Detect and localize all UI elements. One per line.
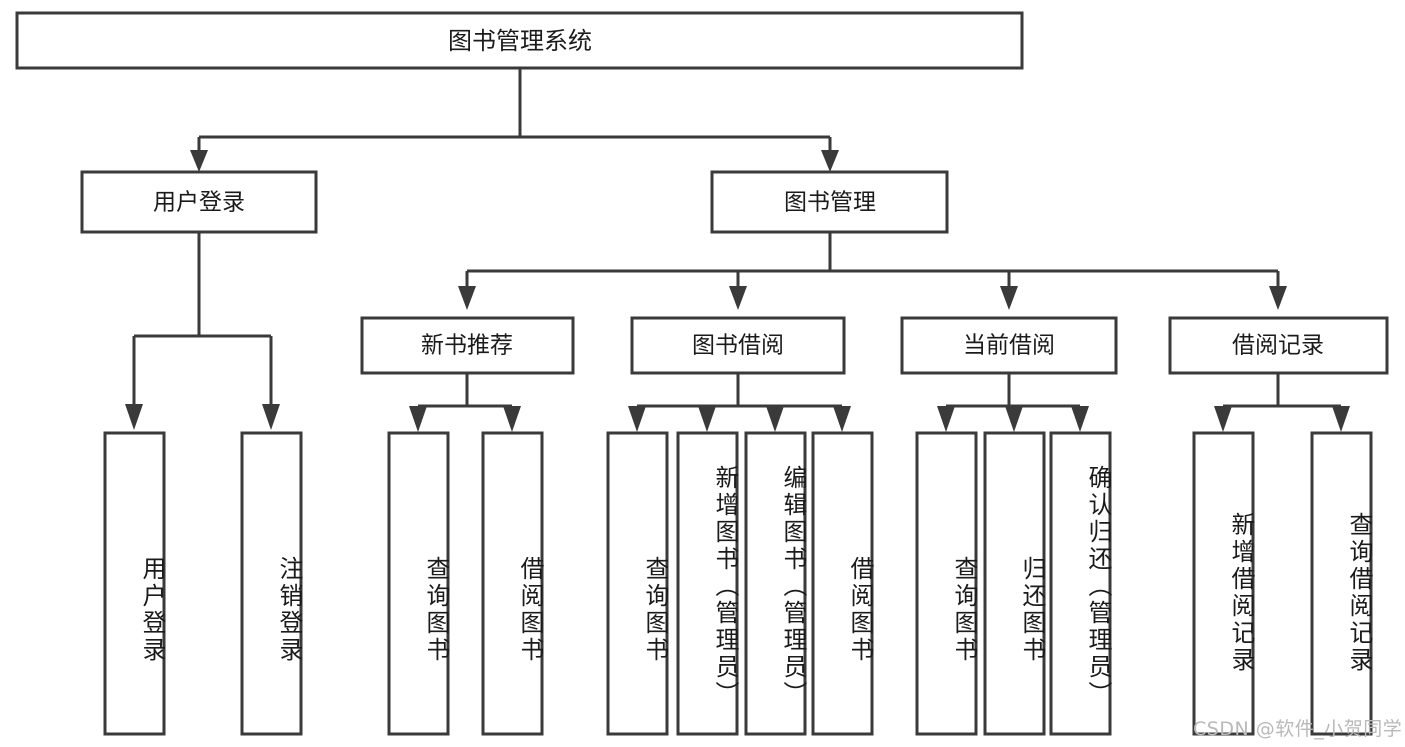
arrow-head-br-leaf-0 <box>1214 406 1232 432</box>
node-root-box[interactable] <box>15 11 1024 70</box>
node-borrow-record-box[interactable] <box>1168 316 1389 375</box>
leaf-box-user-login-0[interactable] <box>103 431 166 736</box>
node-book-borrow[interactable]: 图书借阅 <box>630 316 846 375</box>
arrow-head-cb-leaf-1 <box>1005 406 1023 432</box>
leaf-box-new-book-1[interactable] <box>481 431 544 736</box>
arrow-head-new-book <box>458 286 476 310</box>
node-book-management-box[interactable] <box>710 170 949 234</box>
arrow-head-br-leaf-1 <box>1332 406 1350 432</box>
node-root[interactable]: 图书管理系统 <box>15 11 1024 70</box>
node-new-book-recommend-box[interactable] <box>360 316 575 375</box>
node-borrow-record[interactable]: 借阅记录 <box>1168 316 1389 375</box>
connector-user-login-to-leaves <box>125 232 280 430</box>
leaf-box-borrow-record-1[interactable] <box>1310 431 1373 736</box>
node-root-label: 图书管理系统 <box>448 27 592 55</box>
arrow-head-current-borrow <box>1000 286 1018 310</box>
arrow-head-borrow-record <box>1269 286 1287 310</box>
node-current-borrow-box[interactable] <box>900 316 1118 375</box>
connector-book-management-to-level3 <box>458 232 1287 310</box>
node-book-management[interactable]: 图书管理 <box>710 170 949 234</box>
arrow-head-nb-leaf-1 <box>503 406 521 432</box>
leaf-box-new-book-0[interactable] <box>387 431 450 736</box>
leaf-box-book-borrow-2[interactable] <box>744 431 807 736</box>
node-new-book-recommend-label: 新书推荐 <box>421 333 513 359</box>
node-current-borrow-label: 当前借阅 <box>963 333 1055 359</box>
arrow-head-ul-leaf-0 <box>125 404 143 430</box>
arrow-head-ul-leaf-1 <box>262 404 280 430</box>
connector-new-book-to-leaves <box>409 373 521 432</box>
arrow-head-nb-leaf-0 <box>409 406 427 432</box>
leaf-box-current-borrow-1[interactable] <box>983 431 1046 736</box>
arrow-head-user-login <box>190 150 208 172</box>
leaf-box-user-login-1[interactable] <box>240 431 303 736</box>
node-user-login[interactable]: 用户登录 <box>80 170 318 234</box>
leaf-box-book-borrow-3[interactable] <box>811 431 874 736</box>
csdn-watermark: CSDN @软件_小贺同学 <box>1193 718 1403 740</box>
leaf-box-book-borrow-0[interactable] <box>606 431 669 736</box>
leaf-box-borrow-record-0[interactable] <box>1192 431 1255 736</box>
arrow-head-bb-leaf-3 <box>833 406 851 432</box>
node-current-borrow[interactable]: 当前借阅 <box>900 316 1118 375</box>
node-book-borrow-box[interactable] <box>630 316 846 375</box>
connector-book-borrow-to-leaves <box>628 373 851 432</box>
arrow-head-bb-leaf-0 <box>628 406 646 432</box>
arrow-head-book-borrow <box>729 286 747 310</box>
connector-borrow-record-to-leaves <box>1214 373 1350 432</box>
node-user-login-label: 用户登录 <box>153 190 245 216</box>
arrow-head-bb-leaf-2 <box>766 406 784 432</box>
arrow-head-bb-leaf-1 <box>698 406 716 432</box>
connector-root-to-level2 <box>190 68 839 172</box>
arrow-head-book-manage <box>821 150 839 172</box>
arrow-head-cb-leaf-2 <box>1071 406 1089 432</box>
node-new-book-recommend[interactable]: 新书推荐 <box>360 316 575 375</box>
connector-current-borrow-to-leaves <box>937 373 1089 432</box>
node-borrow-record-label: 借阅记录 <box>1232 333 1324 359</box>
node-book-borrow-label: 图书借阅 <box>692 333 784 359</box>
node-book-management-label: 图书管理 <box>784 190 876 216</box>
arrow-head-cb-leaf-0 <box>937 406 955 432</box>
leaf-box-current-borrow-2[interactable] <box>1049 431 1112 736</box>
leaf-box-book-borrow-1[interactable] <box>676 431 739 736</box>
leaf-box-current-borrow-0[interactable] <box>915 431 978 736</box>
